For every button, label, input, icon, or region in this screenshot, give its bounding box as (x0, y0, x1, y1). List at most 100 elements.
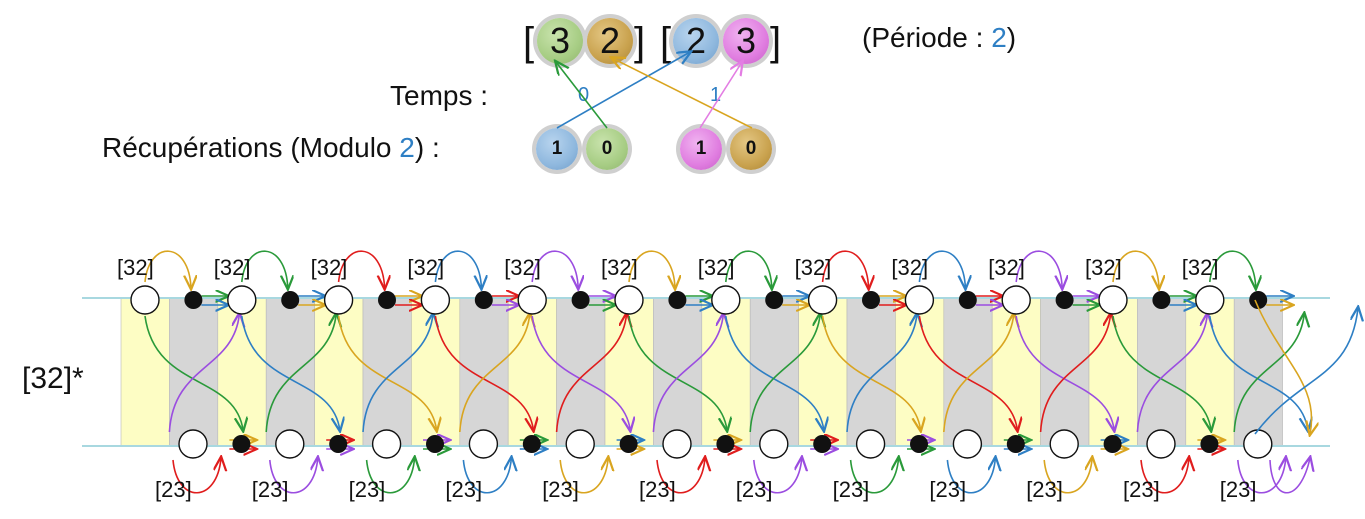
strip-7 (459, 297, 509, 447)
strip-19 (1040, 297, 1090, 447)
top-state-label-2: [32] (311, 255, 348, 280)
bottom-state-label-8: [23] (929, 477, 966, 502)
pattern-b-ball-3: 3 (723, 18, 769, 64)
top-throw-open-20 (1098, 285, 1128, 315)
top-state-label-3: [32] (407, 255, 444, 280)
top-hop-arc-4 (337, 250, 385, 288)
bottom-throw-open-16 (952, 429, 983, 459)
top-state-label-5: [32] (601, 255, 638, 280)
bottom-hop-arc-12 (753, 458, 802, 494)
strip-3 (265, 297, 315, 447)
cross-down-6 (434, 315, 533, 430)
period-suffix: ) (1006, 22, 1017, 53)
cross-down-20 (1112, 315, 1211, 430)
top-throw-filled-7 (474, 291, 493, 309)
bottom-hop-arc-8 (559, 458, 608, 494)
catch-ball-blue: 1 (536, 128, 578, 170)
bottom-throw-open-20 (1146, 429, 1176, 459)
top-throw-open-0 (130, 285, 160, 315)
strip-11 (653, 297, 703, 447)
exit-arrow-blue (1254, 308, 1358, 435)
bottom-throw-filled-11 (716, 435, 735, 453)
bottom-hop-arc-22 (1237, 458, 1286, 494)
cross-up-21 (1136, 314, 1207, 433)
catches-suffix: ) : (414, 132, 440, 163)
top-throw-filled-23 (1249, 291, 1268, 309)
top-hop-arc-14 (821, 250, 869, 288)
bottom-state-label-4: [23] (542, 477, 579, 502)
bottom-hop-arc-16 (946, 458, 995, 494)
bottom-throw-filled-1 (232, 435, 251, 453)
top-throw-filled-9 (571, 291, 590, 309)
bottom-throw-open-18 (1049, 429, 1079, 459)
bottom-throw-open-8 (565, 429, 595, 459)
bottom-state-label-6: [23] (736, 477, 773, 502)
period-label: (Période : 2) (862, 22, 1016, 54)
top-state-label-4: [32] (504, 255, 541, 280)
bottom-throw-filled-19 (1103, 435, 1122, 453)
top-state-label-6: [32] (698, 255, 735, 280)
top-throw-open-2 (227, 285, 257, 315)
top-throw-filled-3 (281, 291, 300, 309)
bottom-state-label-9: [23] (1026, 477, 1063, 502)
cross-up-7 (459, 314, 530, 433)
top-hop-arc-12 (725, 250, 772, 288)
strip-9 (556, 297, 606, 447)
top-throw-filled-17 (958, 291, 977, 309)
cross-up-5 (362, 314, 433, 433)
top-state-label-1: [32] (214, 255, 251, 280)
bottom-throw-open-2 (275, 429, 305, 459)
top-state-label-11: [32] (1182, 255, 1219, 280)
top-hop-arc-0 (144, 250, 191, 288)
bottom-throw-filled-3 (329, 435, 348, 453)
strip-15 (846, 297, 896, 447)
bottom-state-label-10: [23] (1123, 477, 1160, 502)
top-throw-open-4 (323, 285, 354, 315)
bottom-hop-arc-6 (462, 458, 511, 494)
bottom-throw-filled-7 (522, 435, 541, 453)
top-state-label-10: [32] (1085, 255, 1122, 280)
top-throw-open-16 (904, 285, 935, 315)
pattern-b-close-bracket: ] (770, 20, 782, 64)
catches-label: Récupérations (Modulo 2) : (102, 132, 440, 164)
top-hop-arc-22 (1209, 250, 1256, 288)
cross-up-15 (846, 314, 917, 433)
cross-down-2 (241, 315, 340, 430)
cross-up-17 (943, 314, 1014, 433)
cross-up-11 (652, 314, 723, 433)
bottom-state-label-3: [23] (445, 477, 482, 502)
exit-arrow-purple (1269, 458, 1310, 494)
top-hop-arc-20 (1112, 250, 1159, 288)
top-throw-filled-11 (668, 291, 687, 309)
top-throw-open-6 (420, 285, 451, 315)
bottom-state-label-5: [23] (639, 477, 676, 502)
catch-ball-green: 0 (586, 128, 628, 170)
bottom-state-label-0: [23] (155, 477, 192, 502)
cross-down-18 (1015, 315, 1114, 430)
exit-arrow-gold (1254, 299, 1312, 434)
top-throw-open-14 (807, 285, 838, 315)
bottom-throw-open-10 (662, 429, 692, 459)
bottom-state-label-1: [23] (252, 477, 289, 502)
cross-down-0 (144, 315, 243, 430)
cross-down-8 (531, 315, 630, 430)
bottom-throw-filled-21 (1200, 435, 1219, 453)
cross-down-10 (628, 315, 727, 430)
bottom-hop-arc-10 (656, 458, 705, 494)
top-throw-filled-1 (184, 291, 203, 309)
time-label: Temps : (390, 80, 489, 111)
cross-up-3 (265, 314, 336, 433)
bottom-throw-open-4 (371, 429, 402, 459)
top-hop-arc-16 (918, 250, 965, 288)
top-throw-filled-19 (1055, 291, 1074, 309)
bottom-state-label-7: [23] (833, 477, 870, 502)
bottom-hop-arc-18 (1043, 458, 1092, 494)
cross-down-22 (1209, 315, 1308, 430)
bottom-hop-arc-0 (172, 458, 221, 494)
strip-23 (1233, 297, 1283, 447)
bottom-state-label-2: [23] (349, 477, 386, 502)
bottom-hop-arc-20 (1140, 458, 1189, 494)
catches-prefix: Récupérations (Modulo (102, 132, 392, 163)
top-hop-arc-6 (434, 250, 481, 288)
